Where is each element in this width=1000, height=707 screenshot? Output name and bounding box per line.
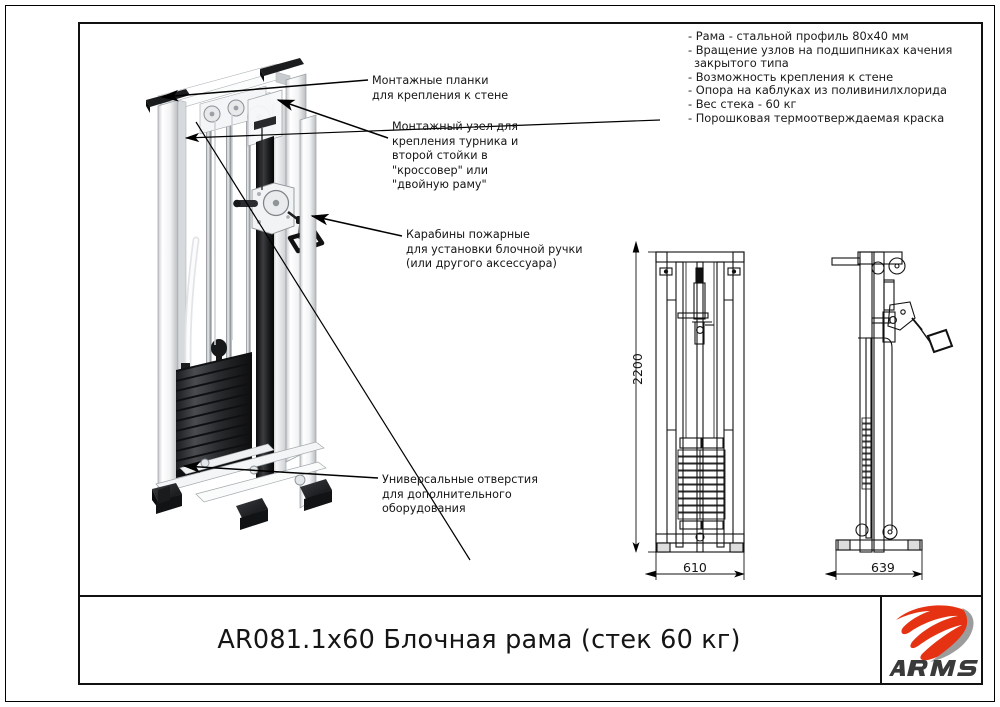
arms-logo [884,598,981,682]
spec-line-bearings: - Вращение узлов на подшипниках качения [688,42,953,57]
callout-universal-holes: Универсальные отверстия для дополнительн… [382,473,538,517]
title-block: AR081.1x60 Блочная рама (стек 60 кг) [78,597,880,683]
title-block-divider [78,595,983,597]
spec-line-pvc-feet: - Опора на каблуках из поливинилхлорида [688,83,948,98]
callout-mounting-node-line-1: Монтажный узел для [392,120,519,133]
callout-mounting-node-line-2: крепления турника и [392,134,519,148]
callout-carabiners: Карабины пожарные для установки блочной … [406,228,583,272]
spec-line-frame: - Рама - стальной профиль 80х40 мм [688,29,909,43]
callout-carabiners-line-1: Карабины пожарные [406,228,530,241]
spec-line-bearings-cont: закрытого типа [694,56,789,71]
arms-logo-mark [889,605,978,676]
callout-mounting-node-line-5: "двойную раму" [392,178,487,192]
callout-mounting-node-line-3: второй стойки в [392,149,488,163]
spec-line-stack-weight: - Вес стека - 60 кг [688,96,797,111]
callout-mounting-plates: Монтажные планки для крепления к стене [372,74,508,103]
callout-universal-holes-line-3: оборудования [382,502,466,516]
callout-mounting-plates-line-2: для крепления к стене [372,88,509,102]
callout-mounting-node-line-4: "кроссовер" или [392,163,488,177]
arms-logo-wordmark [889,660,978,676]
dimension-label-side-width: 639 [871,560,895,575]
callout-mounting-node: Монтажный узел для крепления турника и в… [392,120,518,193]
sheet-outer-border [5,5,995,702]
callout-universal-holes-line-2: для дополнительного [382,487,512,501]
callout-mounting-plates-line-1: Монтажные планки [372,74,489,87]
callout-universal-holes-line-1: Универсальные отверстия [382,473,538,486]
callout-carabiners-line-3: (или другого аксессуара) [406,257,557,271]
page-title: AR081.1x60 Блочная рама (стек 60 кг) [217,625,741,655]
logo-block-divider [880,595,882,685]
spec-line-powder-coat: - Порошковая термоотверждаемая краска [688,110,945,125]
arms-logo-swoosh [930,608,974,662]
dimension-label-height: 2200 [630,353,645,385]
callout-carabiners-line-2: для установки блочной ручки [406,242,583,256]
arms-logo-flame [896,605,971,661]
spec-line-wall-mount: - Возможность крепления к стене [688,69,894,84]
dimension-label-front-width: 610 [683,560,707,575]
sheet-inner-frame [78,22,983,685]
specifications-list: - Рама - стальной профиль 80х40 мм - Вра… [688,29,978,125]
